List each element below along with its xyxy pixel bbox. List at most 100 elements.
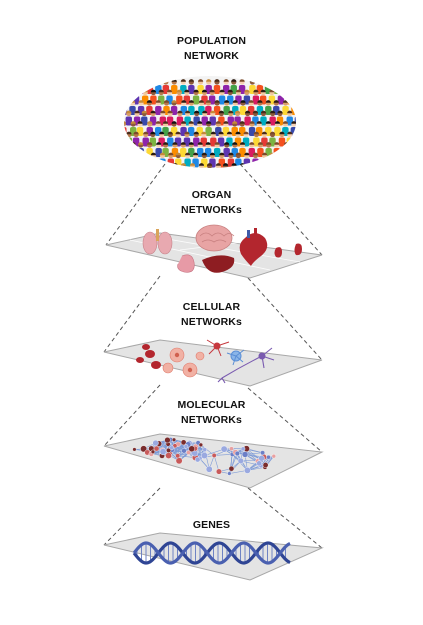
crowd-person [285, 152, 292, 168]
label-molecular: MOLECULAR NETWORKs [0, 398, 423, 428]
crowd-person [282, 163, 289, 168]
crowd-person [176, 89, 183, 105]
crowd-person [180, 142, 187, 157]
crowd-person [231, 163, 237, 168]
crowd-person [295, 89, 296, 105]
molecular-node [171, 437, 177, 442]
label-genes: GENES [0, 518, 423, 533]
crowd-person [286, 131, 294, 147]
molecular-node [237, 457, 244, 464]
molecular-node [202, 447, 208, 452]
crowd-person [129, 142, 137, 157]
crowd-person [158, 89, 165, 105]
molecular-node [175, 453, 181, 459]
crowd-person [274, 163, 280, 168]
crowd-person [137, 79, 145, 94]
kidney-right-icon [294, 243, 302, 256]
crowd-person [141, 110, 148, 126]
molecular-edge [200, 444, 215, 456]
molecular-node [132, 447, 137, 452]
molecular-node [256, 460, 263, 467]
molecular-node [234, 450, 240, 457]
crowd-person [137, 142, 144, 157]
crowd-person [257, 142, 264, 157]
crowd-person [295, 158, 296, 168]
molecular-node [244, 467, 251, 474]
crowd-person [188, 79, 195, 94]
crowd-person [231, 121, 238, 136]
heart-icon [239, 228, 268, 266]
label-cellular-line1: CELLULAR [182, 301, 241, 313]
molecular-node [229, 446, 234, 451]
crowd-person [192, 89, 200, 105]
molecular-node [220, 445, 228, 453]
molecular-node [205, 465, 213, 473]
molecular-node [166, 447, 172, 453]
connector-cell-mol-right [247, 387, 323, 453]
crowd-person [243, 152, 251, 168]
crowd-person [125, 131, 133, 147]
organ-plane [105, 224, 323, 279]
crowd-person [227, 110, 234, 126]
label-population-line2: NETWORK [184, 50, 239, 62]
crowd-person [132, 152, 139, 168]
label-population: POPULATION NETWORK [0, 34, 423, 64]
crowd-person [265, 163, 271, 168]
crowd-person [172, 163, 178, 168]
crowd-person [238, 79, 246, 94]
molecular-plane-surface [103, 433, 324, 489]
connector-population-organ-left [105, 163, 166, 246]
blue-cell-icon [226, 349, 245, 366]
molecular-node [266, 454, 271, 460]
crowd-person [209, 152, 216, 168]
crowd-person [147, 163, 153, 168]
molecular-node [228, 465, 235, 472]
crowd-person [130, 163, 136, 168]
molecular-node [150, 449, 156, 454]
dna-strand [132, 541, 291, 565]
genes-plane [103, 532, 324, 581]
connector-organ-cell-right [247, 277, 323, 361]
crowd-person [189, 163, 196, 168]
label-molecular-line1: MOLECULAR [177, 399, 246, 411]
crowd-person [243, 89, 251, 105]
molecular-node [260, 450, 265, 456]
liver-icon [202, 255, 235, 273]
molecular-nodes [132, 437, 276, 476]
pink-cells [162, 347, 205, 378]
label-organ-line2: NETWORKs [181, 204, 242, 216]
crowd-person [159, 110, 167, 126]
molecular-node [262, 462, 269, 468]
crowd-person [278, 131, 286, 147]
crowd-person [159, 152, 166, 168]
molecular-node [201, 452, 208, 459]
molecular-node [181, 448, 187, 454]
crowd-person [283, 142, 290, 157]
crowd-person [129, 79, 136, 94]
crowd-person [222, 121, 230, 136]
crowd-person [213, 79, 221, 94]
crowd-person [155, 100, 162, 115]
crowd-person [206, 163, 213, 168]
crowd-person [167, 131, 174, 147]
label-organ: ORGAN NETWORKs [0, 188, 423, 218]
crowd-person [222, 163, 229, 168]
connector-mol-genes-right [247, 487, 323, 549]
dna-strand [132, 541, 291, 565]
label-genes-line1: GENES [192, 519, 231, 531]
molecular-node [271, 454, 276, 459]
crowd-person [150, 152, 157, 168]
crowd-person [213, 142, 221, 157]
crowd-person [124, 121, 127, 136]
connector-organ-cell-left [103, 275, 161, 353]
label-organ-line1: ORGAN [191, 189, 232, 201]
crowd-person [257, 163, 263, 168]
red-neuron-icon [206, 339, 230, 357]
crowd-person [265, 100, 272, 115]
crowd-person [294, 131, 296, 147]
crowd-person [180, 163, 187, 168]
crowd-person [248, 121, 256, 136]
crowd-person [125, 152, 132, 168]
molecular-node [159, 448, 167, 456]
